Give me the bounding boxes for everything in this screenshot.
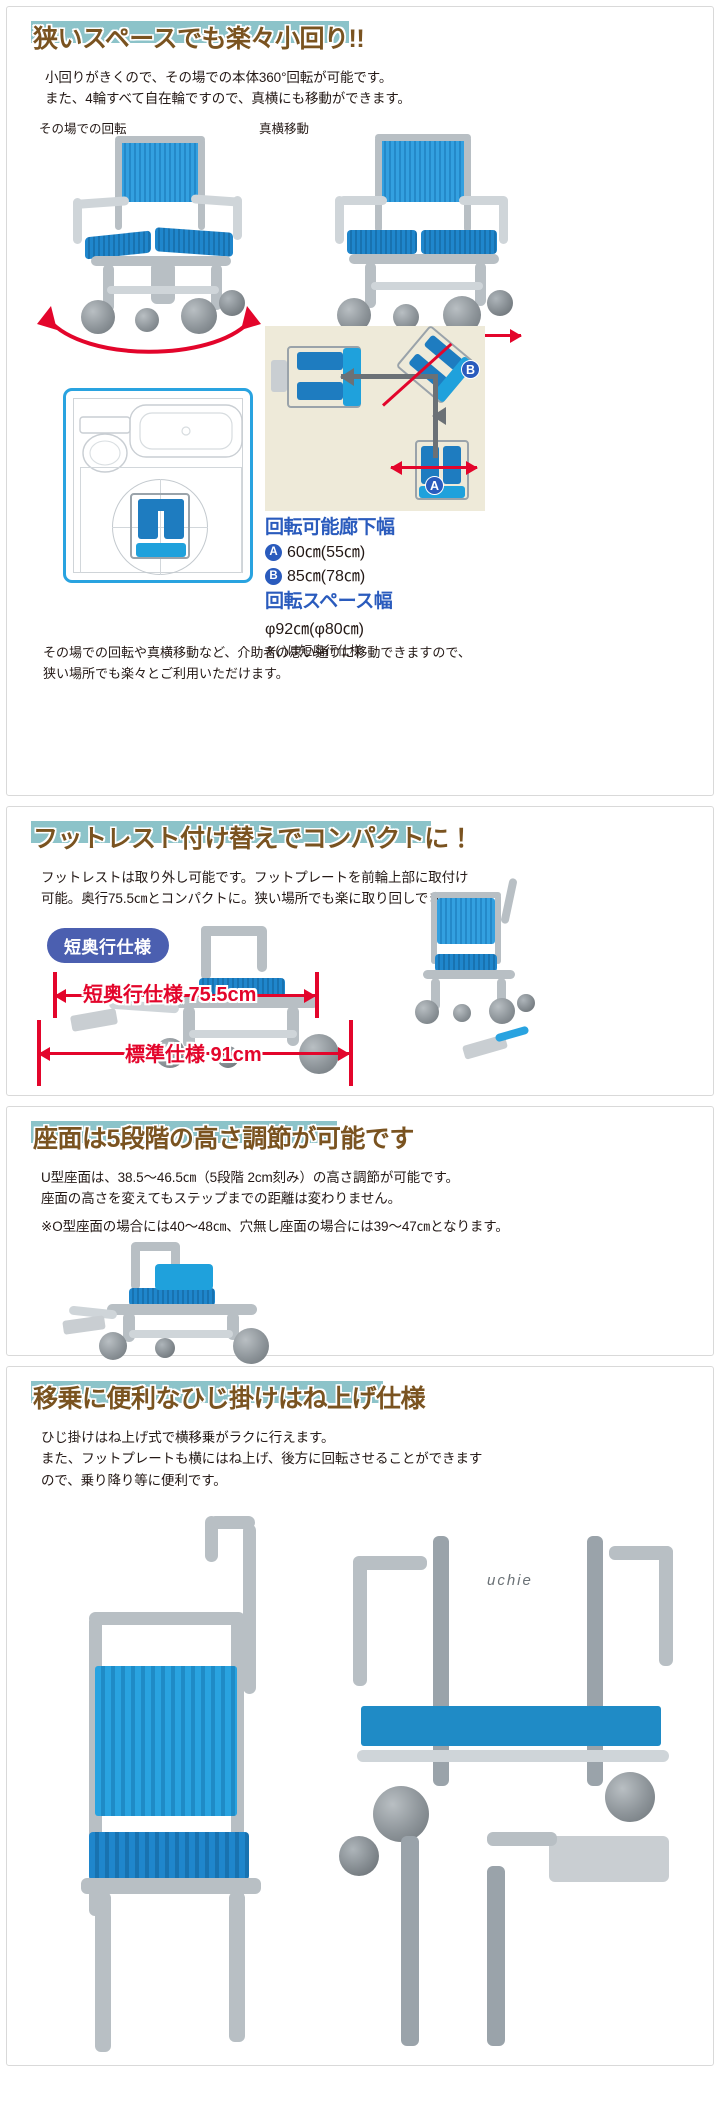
product-feature-page: 狭いスペースでも楽々小回り!! 小回りがきくので、その場での本体360°回転が可… <box>0 0 720 2076</box>
footrest-lead-line1: フットレストは取り外し可能です。フットプレートを前輪上部に取付け <box>41 869 469 885</box>
chair-illustration-seat-height <box>62 1242 317 1368</box>
topview-chair-horizontal <box>271 344 367 410</box>
turning-lead-line2: また、4輪すべて自在輪ですので、真横にも移動ができます。 <box>45 91 411 107</box>
chair-illustration-armrest-up <box>33 1516 333 2053</box>
armrest-lead-line1: ひじ掛けはね上げ式で横移乗がラクに行えます。 <box>41 1429 335 1445</box>
spec-badge-b: B <box>265 568 282 586</box>
heading-highlight-bar <box>31 1121 337 1143</box>
armrest-lead-line2: また、フットプレートも横にはね上げ、後方に回転させることができます <box>41 1451 483 1467</box>
footplate <box>69 1008 119 1033</box>
turning-photo-stage <box>19 134 701 376</box>
section-armrest: 移乗に便利なひじ掛けはね上げ仕様 ひじ掛けはね上げ式で横移乗がラクに行えます。 … <box>6 1366 714 2066</box>
topview-chair-vertical <box>413 438 473 504</box>
section-footrest: フットレスト付け替えでコンパクトに！ フットレストは取り外し可能です。フットプレ… <box>6 806 714 1096</box>
heading-seatheight-wrap: 座面は5段階の高さ調節が可能です <box>19 1117 701 1161</box>
bathroom-floorplan-panel <box>63 388 253 584</box>
floorplan-crosshair <box>160 479 161 576</box>
photo-caption-row: その場での回転 真横移動 <box>19 118 701 136</box>
caption-spot-rotation: その場での回転 <box>39 122 127 137</box>
floorplan-wall <box>241 467 242 574</box>
measure-standard-tick-right <box>349 1020 353 1087</box>
corridor-spec-box: 回転可能廊下幅 A 60㎝(55㎝) B 85㎝(78㎝) 回転スペース幅 φ9… <box>265 516 495 659</box>
seatheight-photo-stage <box>19 1242 701 1366</box>
chair-illustration-rotation <box>59 136 269 355</box>
footrest-lead-line2: 可能。奥行75.5㎝とコンパクトに。狭い場所でも楽に取り回しできます。 <box>41 891 481 907</box>
turning-diagram-stage: B A 回転可能廊下幅 A 60㎝(55㎝) B 85㎝(78㎝) 回転スペース… <box>19 324 701 658</box>
floorplan-toilet-icon <box>79 416 131 473</box>
seatheight-lead-line2: 座面の高さを変えてもステップまでの距離は変わりません。 <box>41 1191 402 1207</box>
floorplan-wall <box>80 467 242 469</box>
heading-footrest-wrap: フットレスト付け替えでコンパクトに！ <box>19 817 701 861</box>
blue-strap-band <box>361 1706 661 1747</box>
spec-badge-a: A <box>265 544 282 562</box>
spec-value-a: 60㎝(55㎝) <box>287 543 366 561</box>
section-turning: 狭いスペースでも楽々小回り!! 小回りがきくので、その場での本体360°回転が可… <box>6 6 714 796</box>
section-heading: 移乗に便利なひじ掛けはね上げ仕様 <box>33 1385 426 1413</box>
brand-label: uchie <box>487 1572 533 1590</box>
spec-value-phi: φ92㎝(φ80㎝) <box>265 621 365 639</box>
short-depth-pill-tag: 短奥行仕様 <box>47 928 169 964</box>
measure-a-arrow-icon <box>391 466 477 470</box>
badge-b: B <box>461 360 480 380</box>
badge-a: A <box>425 476 444 496</box>
floorplan-wall <box>80 467 81 574</box>
rotation-arrow-icon <box>37 306 261 354</box>
heading-turning-wrap: 狭いスペースでも楽々小回り!! <box>19 17 701 61</box>
floorplan-chair-topview <box>128 491 192 565</box>
turning-closing-line1: その場での回転や真横移動など、介助者の思い通りに移動できますので、 <box>43 645 471 661</box>
spec-title-corridor-width: 回転可能廊下幅 <box>265 517 395 539</box>
topview-path-line <box>433 374 438 459</box>
spec-footnote: ※( )は短奥行仕様 <box>265 644 363 659</box>
spec-row-a: A 60㎝(55㎝) <box>265 541 495 564</box>
heading-highlight-bar <box>31 1381 383 1403</box>
chair-illustration-standard-small <box>397 877 547 1064</box>
turning-closing-line2: 狭い場所でも楽々とご利用いただけます。 <box>43 666 289 682</box>
section-heading: フットレスト付け替えでコンパクトに！ <box>33 825 474 853</box>
heading-highlight-bar <box>31 821 431 843</box>
heading-highlight-bar <box>31 21 349 43</box>
footplate <box>62 1315 106 1335</box>
measure-standard-arrow-icon <box>39 1052 349 1056</box>
section-heading: 座面は5段階の高さ調節が可能です <box>33 1125 414 1153</box>
measure-short-label: 短奥行仕様 75.5cm <box>83 984 257 1007</box>
spec-title-rotation-space: 回転スペース幅 <box>265 591 393 613</box>
topview-move-arrow-icon <box>341 374 437 380</box>
turning-lead-line1: 小回りがきくので、その場での本体360°回転が可能です。 <box>45 69 393 85</box>
measure-short-tick-right <box>315 972 319 1019</box>
chair-illustration-footplate-flip: uchie <box>337 1536 719 2056</box>
seatheight-lead-line3: ※O型座面の場合には40〜48㎝、穴無し座面の場合には39〜47㎝となります。 <box>41 1219 509 1235</box>
corridor-topview-panel: B A <box>265 324 485 512</box>
footrest-photo-stage: 短奥行仕様 <box>19 877 701 1110</box>
measure-short-arrow-icon <box>55 994 315 998</box>
section-heading: 狭いスペースでも楽々小回り!! <box>33 25 365 53</box>
spec-row-b: B 85㎝(78㎝) <box>265 565 495 588</box>
section-seat-height: 座面は5段階の高さ調節が可能です U型座面は、38.5〜46.5㎝（5段階 2c… <box>6 1106 714 1365</box>
caption-lateral-move: 真横移動 <box>259 122 310 137</box>
heading-armrest-wrap: 移乗に便利なひじ掛けはね上げ仕様 <box>19 1377 701 1421</box>
armrest-lead-line3: ので、乗り降り等に便利です。 <box>41 1473 227 1489</box>
chair-illustration-lateral <box>319 134 529 353</box>
armrest-photo-stage: uchie <box>19 1506 701 2066</box>
spec-value-b: 85㎝(78㎝) <box>287 568 366 586</box>
measure-standard-label: 標準仕様 91cm <box>125 1044 262 1067</box>
footplate-flipped <box>549 1836 669 1883</box>
floorplan-sink-icon <box>129 404 243 458</box>
seatheight-lead-line1: U型座面は、38.5〜46.5㎝（5段階 2cm刻み）の高さ調節が可能です。 <box>41 1169 459 1185</box>
